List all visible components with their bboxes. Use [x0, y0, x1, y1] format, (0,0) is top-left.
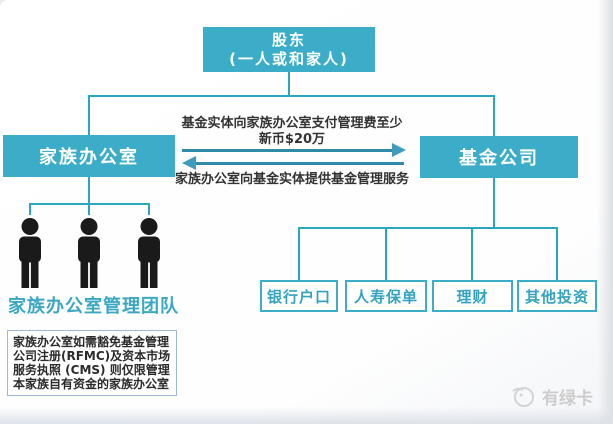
- edge-shade-right: [597, 0, 613, 424]
- exemption-note-box: 家族办公室如需豁免基金管理公司注册(RFMC)及资本市场服务执照 (CMS) 则…: [7, 330, 177, 396]
- shareholder-box-line2: (一人或和家人): [229, 49, 349, 68]
- connector-drop-left: [88, 95, 90, 135]
- asset-box-bank-account: 银行户口: [260, 280, 338, 312]
- fee-arrow-line: [182, 149, 392, 152]
- watermark-text: 有绿卡: [542, 388, 593, 409]
- person-icon: [19, 218, 41, 288]
- edge-shade-bottom: [0, 407, 613, 424]
- team-label: 家族办公室管理团队: [8, 296, 179, 317]
- service-arrow-line: [196, 162, 404, 165]
- assets-connector-horizontal: [298, 227, 558, 229]
- asset-drop-1: [298, 227, 300, 280]
- asset-drop-3: [471, 227, 473, 280]
- family-office-box: 家族办公室: [3, 135, 175, 177]
- service-arrow-left-icon: [182, 156, 196, 170]
- watermark-logo-icon: [512, 387, 534, 407]
- assets-connector-vertical: [493, 178, 495, 229]
- team-drop-3: [148, 203, 150, 215]
- person-icon: [138, 218, 160, 288]
- service-flow-label: 家族办公室向基金实体提供基金管理服务: [174, 172, 409, 187]
- asset-box-wealth-management: 理财: [432, 280, 513, 312]
- asset-box-other-investments: 其他投资: [517, 280, 597, 312]
- connector-drop-right: [493, 95, 495, 136]
- connector-top-vertical: [288, 72, 290, 96]
- person-icon: [78, 218, 100, 288]
- fee-flow-label: 基金实体向家族办公室支付管理费至少 新币$20万: [172, 116, 412, 148]
- asset-drop-4: [556, 227, 558, 280]
- fee-flow-line2: 新币$20万: [258, 132, 326, 147]
- asset-drop-2: [385, 227, 387, 280]
- asset-box-life-insurance: 人寿保单: [345, 280, 427, 312]
- shareholder-box: 股东 (一人或和家人): [203, 27, 375, 72]
- shareholder-box-line1: 股东: [271, 30, 306, 49]
- connector-top-horizontal: [88, 95, 495, 97]
- fund-company-box: 基金公司: [420, 136, 578, 178]
- watermark: 有绿卡: [510, 383, 593, 409]
- family-office-label: 家族办公室: [39, 147, 139, 168]
- fund-company-label: 基金公司: [459, 148, 539, 169]
- team-connector-vertical: [88, 177, 90, 204]
- fee-flow-line1: 基金实体向家族办公室支付管理费至少: [181, 116, 403, 131]
- team-drop-2: [88, 203, 90, 215]
- fee-arrow-right-icon: [392, 143, 406, 157]
- team-drop-1: [29, 203, 31, 215]
